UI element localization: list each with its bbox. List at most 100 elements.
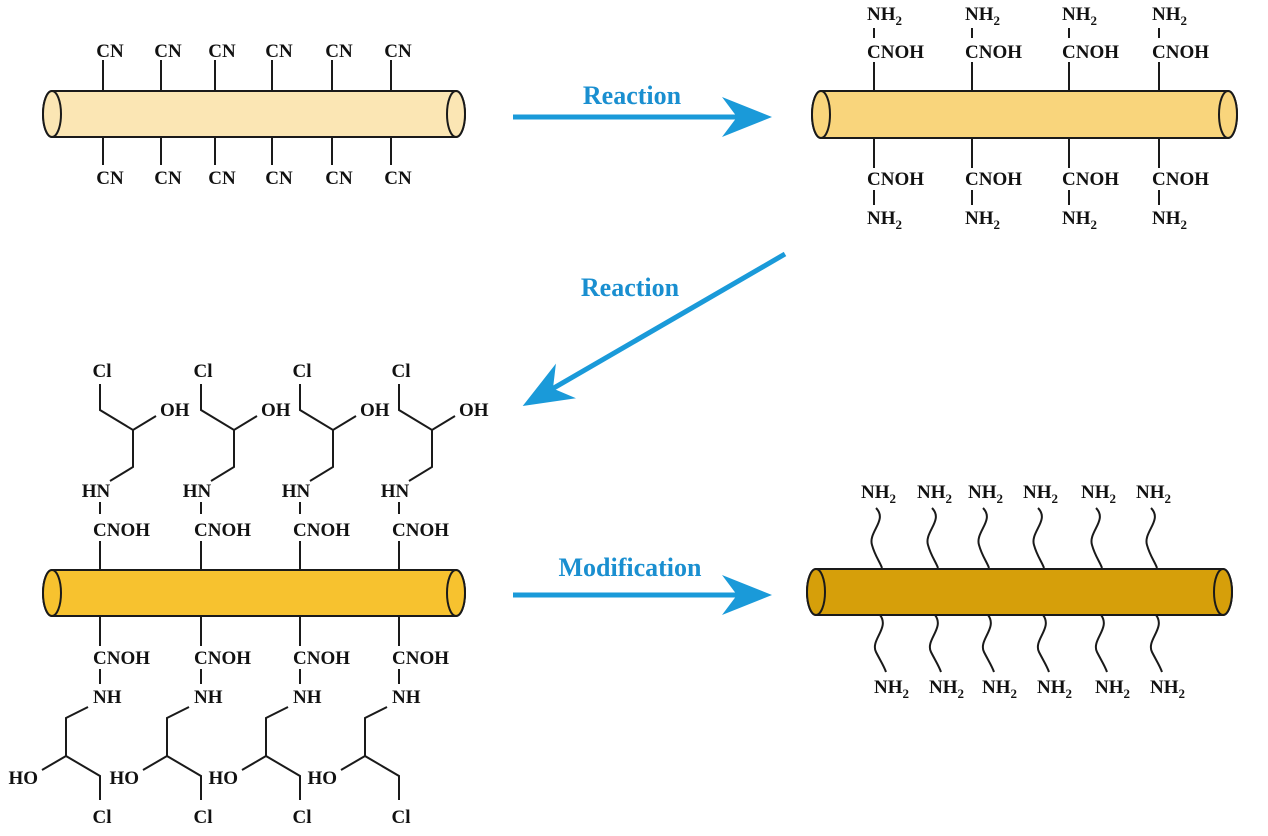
nh-ch2-choh-bond <box>65 706 101 800</box>
cl-atom-bottom: Cl <box>392 807 411 828</box>
subscript: 2 <box>1091 217 1098 232</box>
oh-group-top: OH <box>261 400 291 421</box>
ho-group-bottom: HO <box>307 768 337 789</box>
nh-group-bottom: NH <box>293 687 322 708</box>
hn-group-top: HN <box>82 481 111 502</box>
cl-atom-top: Cl <box>194 361 213 382</box>
fiber-right-end <box>1218 90 1238 139</box>
cl-atom-top: Cl <box>93 361 112 382</box>
nh-ch2-choh-bond <box>364 706 400 800</box>
cn-group-bottom: CN <box>384 168 412 189</box>
cnoh-group-bottom: CNOH <box>194 648 251 669</box>
cn-group-top: CN <box>208 41 236 62</box>
subscript: 2 <box>994 217 1001 232</box>
hn-group-top: HN <box>183 481 212 502</box>
subscript: 2 <box>896 13 903 28</box>
wavy-linker-bottom <box>928 614 942 673</box>
subscript: 2 <box>946 491 953 506</box>
nh2-group-top: NH2 <box>1152 4 1187 28</box>
nh2-group-bottom: NH2 <box>929 677 964 701</box>
nh2-group-bottom: NH2 <box>867 208 902 232</box>
fiber-left-end <box>42 90 62 138</box>
fiber-body <box>42 569 466 617</box>
nh2-group-top: NH2 <box>965 4 1000 28</box>
cnoh-group-bottom: CNOH <box>1152 169 1209 190</box>
fiber-body <box>42 90 466 138</box>
nh2-group-bottom: NH2 <box>965 208 1000 232</box>
cn-group-bottom: CN <box>154 168 182 189</box>
subscript: 2 <box>1066 686 1073 701</box>
subscript: 2 <box>890 491 897 506</box>
cnoh-group-top: CNOH <box>965 42 1022 63</box>
wavy-linker-bottom <box>1149 614 1163 673</box>
cnoh-group-bottom: CNOH <box>293 648 350 669</box>
cl-atom-bottom: Cl <box>293 807 312 828</box>
fiber-left-end <box>806 568 826 616</box>
cn-group-bottom: CN <box>96 168 124 189</box>
subscript: 2 <box>1052 491 1059 506</box>
wavy-linker-bottom <box>981 614 995 673</box>
hn-group-top: HN <box>282 481 311 502</box>
fiber-left-end <box>42 569 62 617</box>
cnoh-group-top: CNOH <box>93 520 150 541</box>
nh2-group-bottom: NH2 <box>874 677 909 701</box>
subscript: 2 <box>997 491 1004 506</box>
arrow-shaft <box>522 251 787 407</box>
subscript: 2 <box>1181 217 1188 232</box>
cn-group-top: CN <box>96 41 124 62</box>
subscript: 2 <box>1165 491 1172 506</box>
choh-oh-bond <box>142 755 168 771</box>
nh2-group-bottom: NH2 <box>982 677 1017 701</box>
nh2-group-bottom: NH2 <box>1037 677 1072 701</box>
wavy-linker-top <box>926 507 939 569</box>
cnoh-group-bottom: CNOH <box>392 648 449 669</box>
fiber-cylinder <box>42 569 466 617</box>
nh2-group-top: NH2 <box>1081 482 1116 506</box>
nh-group-bottom: NH <box>194 687 223 708</box>
hn-group-top: HN <box>381 481 410 502</box>
subscript: 2 <box>1124 686 1131 701</box>
cnoh-group-bottom: CNOH <box>965 169 1022 190</box>
choh-ch2-bond <box>408 430 433 482</box>
cn-group-top: CN <box>154 41 182 62</box>
cn-group-top: CN <box>384 41 412 62</box>
cl-atom-top: Cl <box>293 361 312 382</box>
choh-ch2-bond <box>309 430 334 482</box>
nh-ch2-choh-bond <box>166 706 202 800</box>
choh-oh-bond <box>41 755 67 771</box>
cn-group-bottom: CN <box>325 168 353 189</box>
fiber-right-end <box>446 569 466 617</box>
fiber-left-end <box>811 90 831 139</box>
cn-group-bottom: CN <box>208 168 236 189</box>
ch2-choh-bond <box>299 384 357 432</box>
wavy-linker-bottom <box>873 614 887 673</box>
nh-group-bottom: NH <box>392 687 421 708</box>
wavy-linker-top <box>1145 507 1158 569</box>
reaction-label-2: Reaction <box>581 273 680 302</box>
wavy-linker-top <box>1090 507 1103 569</box>
cnoh-group-top: CNOH <box>1152 42 1209 63</box>
cl-atom-bottom: Cl <box>93 807 112 828</box>
subscript: 2 <box>903 686 910 701</box>
choh-oh-bond <box>340 755 366 771</box>
subscript: 2 <box>994 13 1001 28</box>
nh-ch2-choh-bond <box>265 706 301 800</box>
wavy-linker-bottom <box>1036 614 1050 673</box>
wavy-linker-top <box>1032 507 1045 569</box>
subscript: 2 <box>1179 686 1186 701</box>
cnoh-group-top: CNOH <box>194 520 251 541</box>
cn-group-top: CN <box>325 41 353 62</box>
wavy-linker-top <box>870 507 883 569</box>
wavy-linker-top <box>977 507 990 569</box>
ech-fiber-panel: ClOHHNCNOHCNOHNHHOClClOHHNCNOHCNOHNHHOCl… <box>8 361 488 828</box>
nh2-group-top: NH2 <box>1136 482 1171 506</box>
fiber-cylinder <box>42 90 466 138</box>
subscript: 2 <box>1091 13 1098 28</box>
wavy-linker-bottom <box>1094 614 1108 673</box>
ho-group-bottom: HO <box>208 768 238 789</box>
cnoh-group-top: CNOH <box>392 520 449 541</box>
